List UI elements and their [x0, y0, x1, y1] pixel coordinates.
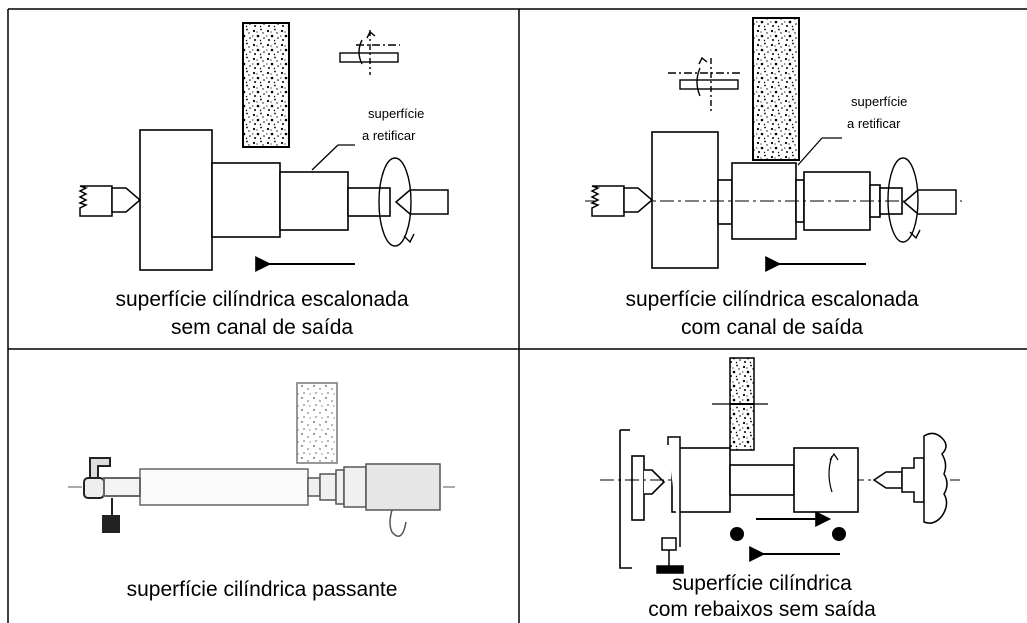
panel-stepped-with-undercut: superfície a retificar [585, 17, 962, 339]
right-center [902, 189, 957, 215]
workpiece-rotation-arrow [378, 157, 415, 247]
workpiece-rotation-arrow [828, 452, 839, 493]
caption-panel2-line1: superfície cilíndrica escalonada [626, 288, 919, 311]
caption-panel1-line1: superfície cilíndrica escalonada [116, 288, 409, 311]
stop-dot-right [832, 527, 846, 541]
caption-panel2-line2: com canal de saída [681, 316, 863, 339]
recessed-workpiece [671, 447, 859, 513]
measuring-gauge [656, 436, 684, 574]
surface-label-line1: superfície [368, 106, 424, 121]
caption-panel4-line1: superfície cilíndrica [672, 572, 852, 595]
panel-recessed-no-undercut: superfície cilíndrica com rebaixos sem s… [600, 357, 960, 621]
grinding-wheel [296, 382, 338, 464]
grinding-wheel [752, 17, 800, 161]
workpiece-rotation-arrow [887, 157, 921, 243]
surface-leader-line [797, 137, 842, 166]
surface-label-line2: a retificar [362, 128, 416, 143]
stop-dot-left [730, 527, 744, 541]
surface-leader-line [311, 144, 355, 171]
surface-label-line1: superfície [851, 94, 907, 109]
wheel-rotation-symbol [668, 56, 740, 112]
right-center [872, 432, 948, 524]
left-center [590, 185, 654, 217]
headstock [619, 429, 666, 569]
caption-panel1-line2: sem canal de saída [171, 316, 353, 339]
right-center [394, 189, 449, 215]
grinding-wheel [242, 22, 290, 148]
panel-stepped-no-undercut: superfície a retificar superfí [78, 22, 449, 339]
grid-frame [7, 8, 1027, 623]
stepped-workpiece [139, 129, 391, 271]
wheel-rotation-symbol [339, 30, 400, 75]
driving-dog [83, 457, 141, 533]
cylindrical-workpiece [139, 468, 309, 506]
surface-label-line2: a retificar [847, 116, 901, 131]
caption-panel3-line1: superfície cilíndrica passante [127, 578, 398, 601]
panel-through-cylindrical: superfície cilíndrica passante [68, 382, 455, 601]
caption-panel4-line2: com rebaixos sem saída [648, 598, 876, 621]
tailstock [307, 463, 441, 537]
left-center [78, 185, 142, 217]
